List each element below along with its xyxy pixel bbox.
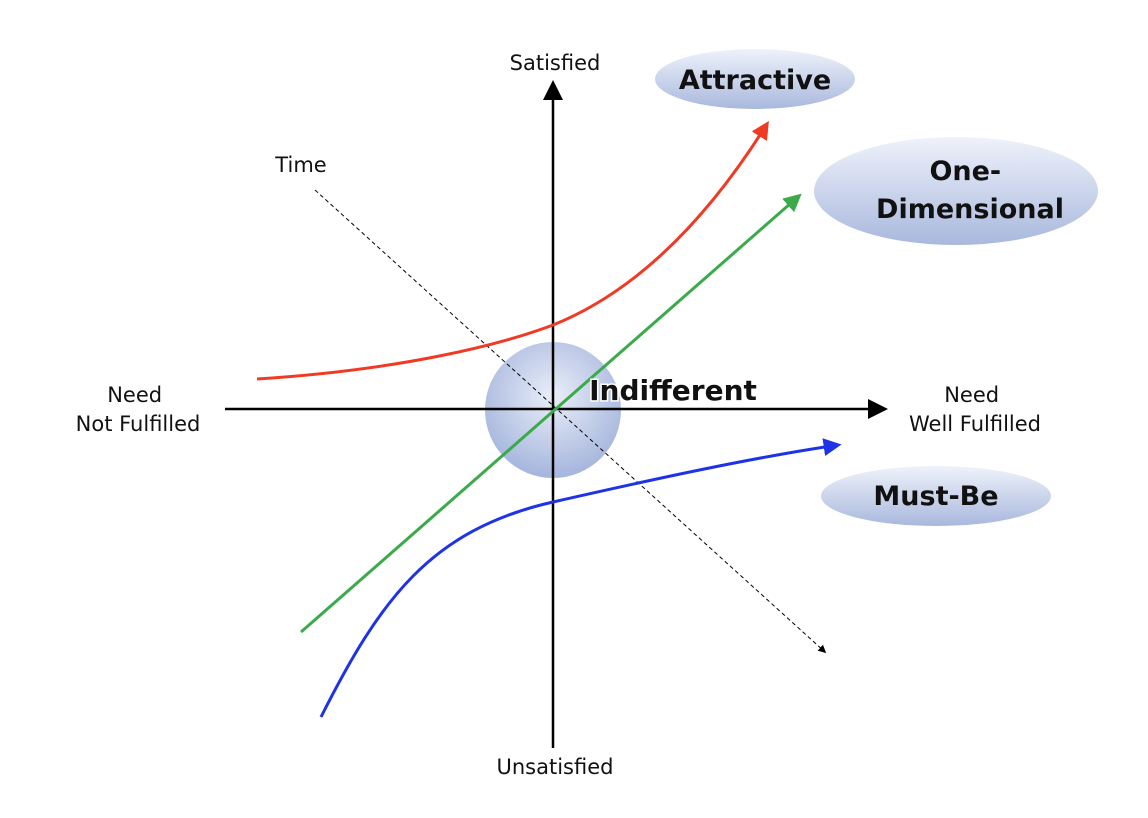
attractive-label: Attractive xyxy=(679,65,831,96)
must-be-pill xyxy=(821,466,1051,526)
one-dimensional-curve xyxy=(300,193,802,634)
y-axis-top-label: Satisfied xyxy=(510,51,601,75)
attractive-curve xyxy=(256,120,769,381)
one-dimensional-pill xyxy=(814,137,1098,245)
time-axis xyxy=(314,189,827,654)
must-be-curve xyxy=(319,438,842,718)
indifferent-label: Indifferent xyxy=(589,374,757,407)
x-axis-right-label: Need Well Fulfilled xyxy=(909,383,1041,436)
one-dimensional-label: One- Dimensional xyxy=(876,156,1064,225)
x-axis-left-label: Need Not Fulfilled xyxy=(76,383,201,436)
attractive-pill xyxy=(655,49,855,109)
y-axis-bottom-label: Unsatisfied xyxy=(497,755,614,779)
time-label: Time xyxy=(274,153,326,177)
must-be-label: Must-Be xyxy=(873,481,998,512)
